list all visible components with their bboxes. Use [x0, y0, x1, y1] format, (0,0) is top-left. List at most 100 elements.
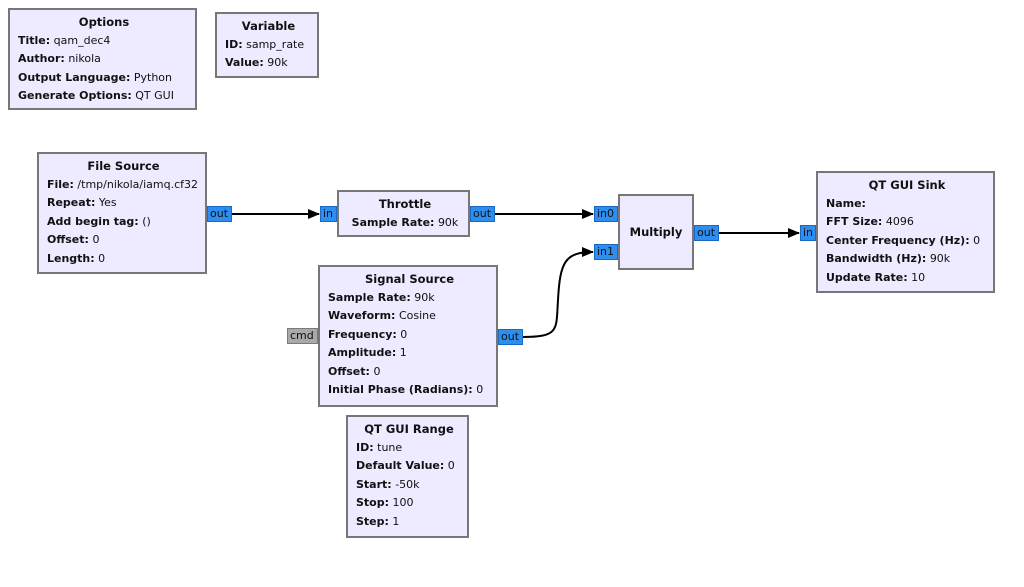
signal-source-out-port[interactable]: out: [498, 329, 523, 345]
param-label: Sample Rate:: [351, 215, 435, 229]
param-label: Waveform:: [328, 309, 396, 322]
param-output-language: Output Language: Python: [18, 69, 190, 88]
param-initial-phase: Initial Phase (Radians): 0: [328, 381, 491, 400]
param-amplitude: Amplitude: 1: [328, 344, 491, 363]
param-title: Title: qam_dec4: [18, 32, 190, 51]
qt-gui-range-block[interactable]: QT GUI Range ID: tune Default Value: 0 S…: [346, 415, 469, 538]
param-stop: Stop: 100: [356, 494, 462, 513]
param-file: File: /tmp/nikola/iamq.cf32: [47, 176, 200, 195]
param-label: Offset:: [328, 364, 370, 378]
param-value: Yes: [98, 196, 117, 209]
block-title: Multiply: [629, 224, 683, 239]
file-source-out-port[interactable]: out: [207, 206, 232, 222]
multiply-out-port[interactable]: out: [694, 225, 719, 241]
param-value: 90k: [414, 290, 435, 304]
param-label: Initial Phase (Radians):: [328, 383, 473, 396]
param-repeat: Repeat: Yes: [47, 194, 200, 213]
param-value: nikola: [68, 52, 101, 65]
param-value: Value: 90k: [225, 54, 312, 73]
throttle-block[interactable]: Throttle Sample Rate: 90k: [337, 190, 470, 237]
param-update-rate: Update Rate: 10: [826, 269, 988, 288]
param-center-frequency: Center Frequency (Hz): 0: [826, 232, 988, 251]
param-label: Center Frequency (Hz):: [826, 233, 970, 247]
param-sample-rate: Sample Rate: 90k: [328, 289, 491, 308]
param-label: Bandwidth (Hz):: [826, 252, 927, 265]
wire-signal-source-to-multiply-in1[interactable]: [521, 247, 594, 338]
throttle-in-port[interactable]: in: [320, 206, 337, 222]
multiply-in0-port[interactable]: in0: [594, 206, 618, 222]
param-value: 1: [399, 346, 407, 359]
param-value: 0: [476, 383, 484, 396]
param-label: Sample Rate:: [328, 290, 411, 304]
param-value: 0: [98, 251, 106, 265]
param-label: Frequency:: [328, 327, 397, 341]
param-value: 0: [447, 459, 455, 472]
param-label: ID:: [356, 440, 374, 454]
param-value: 90k: [929, 252, 951, 265]
param-id: ID: tune: [356, 439, 462, 458]
param-value: 90k: [437, 215, 459, 229]
param-value: /tmp/nikola/iamq.cf32: [77, 177, 198, 191]
param-label: Output Language:: [18, 70, 131, 84]
block-title: Signal Source: [364, 272, 454, 286]
block-title: Variable: [241, 19, 296, 33]
param-value: Cosine: [398, 309, 436, 322]
block-title: File Source: [87, 159, 160, 173]
signal-source-block[interactable]: Signal Source Sample Rate: 90k Waveform:…: [318, 265, 498, 407]
multiply-in1-port[interactable]: in1: [594, 244, 618, 260]
param-value: (): [142, 214, 151, 228]
block-title: QT GUI Sink: [868, 178, 946, 192]
param-value: 0: [373, 364, 381, 378]
param-label: Start:: [356, 477, 392, 491]
param-label: Add begin tag:: [47, 214, 139, 228]
param-author: Author: nikola: [18, 50, 190, 69]
block-title: Options: [78, 15, 130, 29]
param-bandwidth: Bandwidth (Hz): 90k: [826, 250, 988, 269]
param-label: Update Rate:: [826, 270, 908, 284]
param-offset: Offset: 0: [328, 363, 491, 382]
param-value: -50k: [395, 477, 420, 491]
param-fft-size: FFT Size: 4096: [826, 213, 988, 232]
param-label: Title:: [18, 33, 51, 47]
param-label: Value:: [225, 56, 264, 69]
param-value: 0: [92, 233, 100, 246]
param-label: File:: [47, 177, 74, 191]
param-label: Amplitude:: [328, 346, 397, 359]
param-value: 10: [911, 270, 926, 284]
param-label: Repeat:: [47, 196, 96, 209]
param-value: QT GUI: [135, 89, 174, 102]
param-value: 1: [392, 514, 400, 528]
variable-block[interactable]: Variable ID: samp_rate Value: 90k: [215, 12, 319, 78]
param-label: ID:: [225, 37, 243, 51]
qt-gui-sink-block[interactable]: QT GUI Sink Name: FFT Size: 4096 Center …: [816, 171, 995, 293]
param-waveform: Waveform: Cosine: [328, 307, 491, 326]
param-length: Length: 0: [47, 250, 200, 269]
block-title: Throttle: [378, 197, 432, 211]
block-title: QT GUI Range: [364, 422, 454, 436]
param-id: ID: samp_rate: [225, 36, 312, 55]
param-name: Name:: [826, 195, 988, 214]
param-step: Step: 1: [356, 513, 462, 532]
param-label: Author:: [18, 52, 65, 65]
param-label: Step:: [356, 514, 389, 528]
param-value: 0: [973, 233, 981, 247]
param-value: Python: [133, 70, 172, 84]
param-offset: Offset: 0: [47, 231, 200, 250]
param-value: 4096: [885, 215, 914, 228]
param-value: tune: [377, 440, 403, 454]
param-label: Default Value:: [356, 459, 445, 472]
file-source-block[interactable]: File Source File: /tmp/nikola/iamq.cf32 …: [37, 152, 207, 274]
param-add-begin-tag: Add begin tag: (): [47, 213, 200, 232]
param-default-value: Default Value: 0: [356, 457, 462, 476]
param-frequency: Frequency: 0: [328, 326, 491, 345]
param-value: 0: [400, 327, 408, 341]
param-value: samp_rate: [246, 37, 305, 51]
options-block[interactable]: Options Title: qam_dec4 Author: nikola O…: [8, 8, 197, 110]
signal-source-cmd-port[interactable]: cmd: [287, 328, 318, 344]
param-value: 90k: [267, 56, 288, 69]
param-value: qam_dec4: [53, 33, 111, 47]
multiply-block[interactable]: Multiply: [618, 194, 694, 270]
throttle-out-port[interactable]: out: [470, 206, 495, 222]
qt-gui-sink-in-port[interactable]: in: [800, 225, 816, 241]
